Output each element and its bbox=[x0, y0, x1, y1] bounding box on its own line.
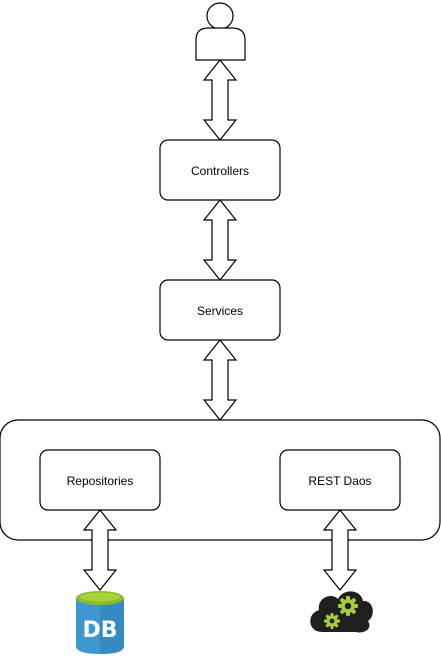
database-label: DB bbox=[82, 618, 117, 643]
services-label: Services bbox=[197, 304, 243, 318]
repositories-label: Repositories bbox=[67, 474, 134, 488]
services-box: Services bbox=[159, 279, 281, 341]
arrow-repositories-db bbox=[82, 509, 118, 591]
arrow-rest-daos-cloud bbox=[322, 509, 358, 591]
cloud-gears-icon bbox=[310, 591, 373, 633]
database-icon: DB bbox=[76, 591, 124, 654]
controllers-label: Controllers bbox=[191, 164, 249, 178]
arrow-services-data-layer bbox=[202, 339, 238, 421]
arrow-user-controllers bbox=[202, 59, 238, 141]
arrow-controllers-services bbox=[202, 199, 238, 281]
rest-daos-label: REST Daos bbox=[308, 474, 371, 488]
rest-daos-box: REST Daos bbox=[279, 449, 401, 511]
repositories-box: Repositories bbox=[39, 449, 161, 511]
controllers-box: Controllers bbox=[159, 139, 281, 201]
user-icon bbox=[195, 2, 246, 61]
